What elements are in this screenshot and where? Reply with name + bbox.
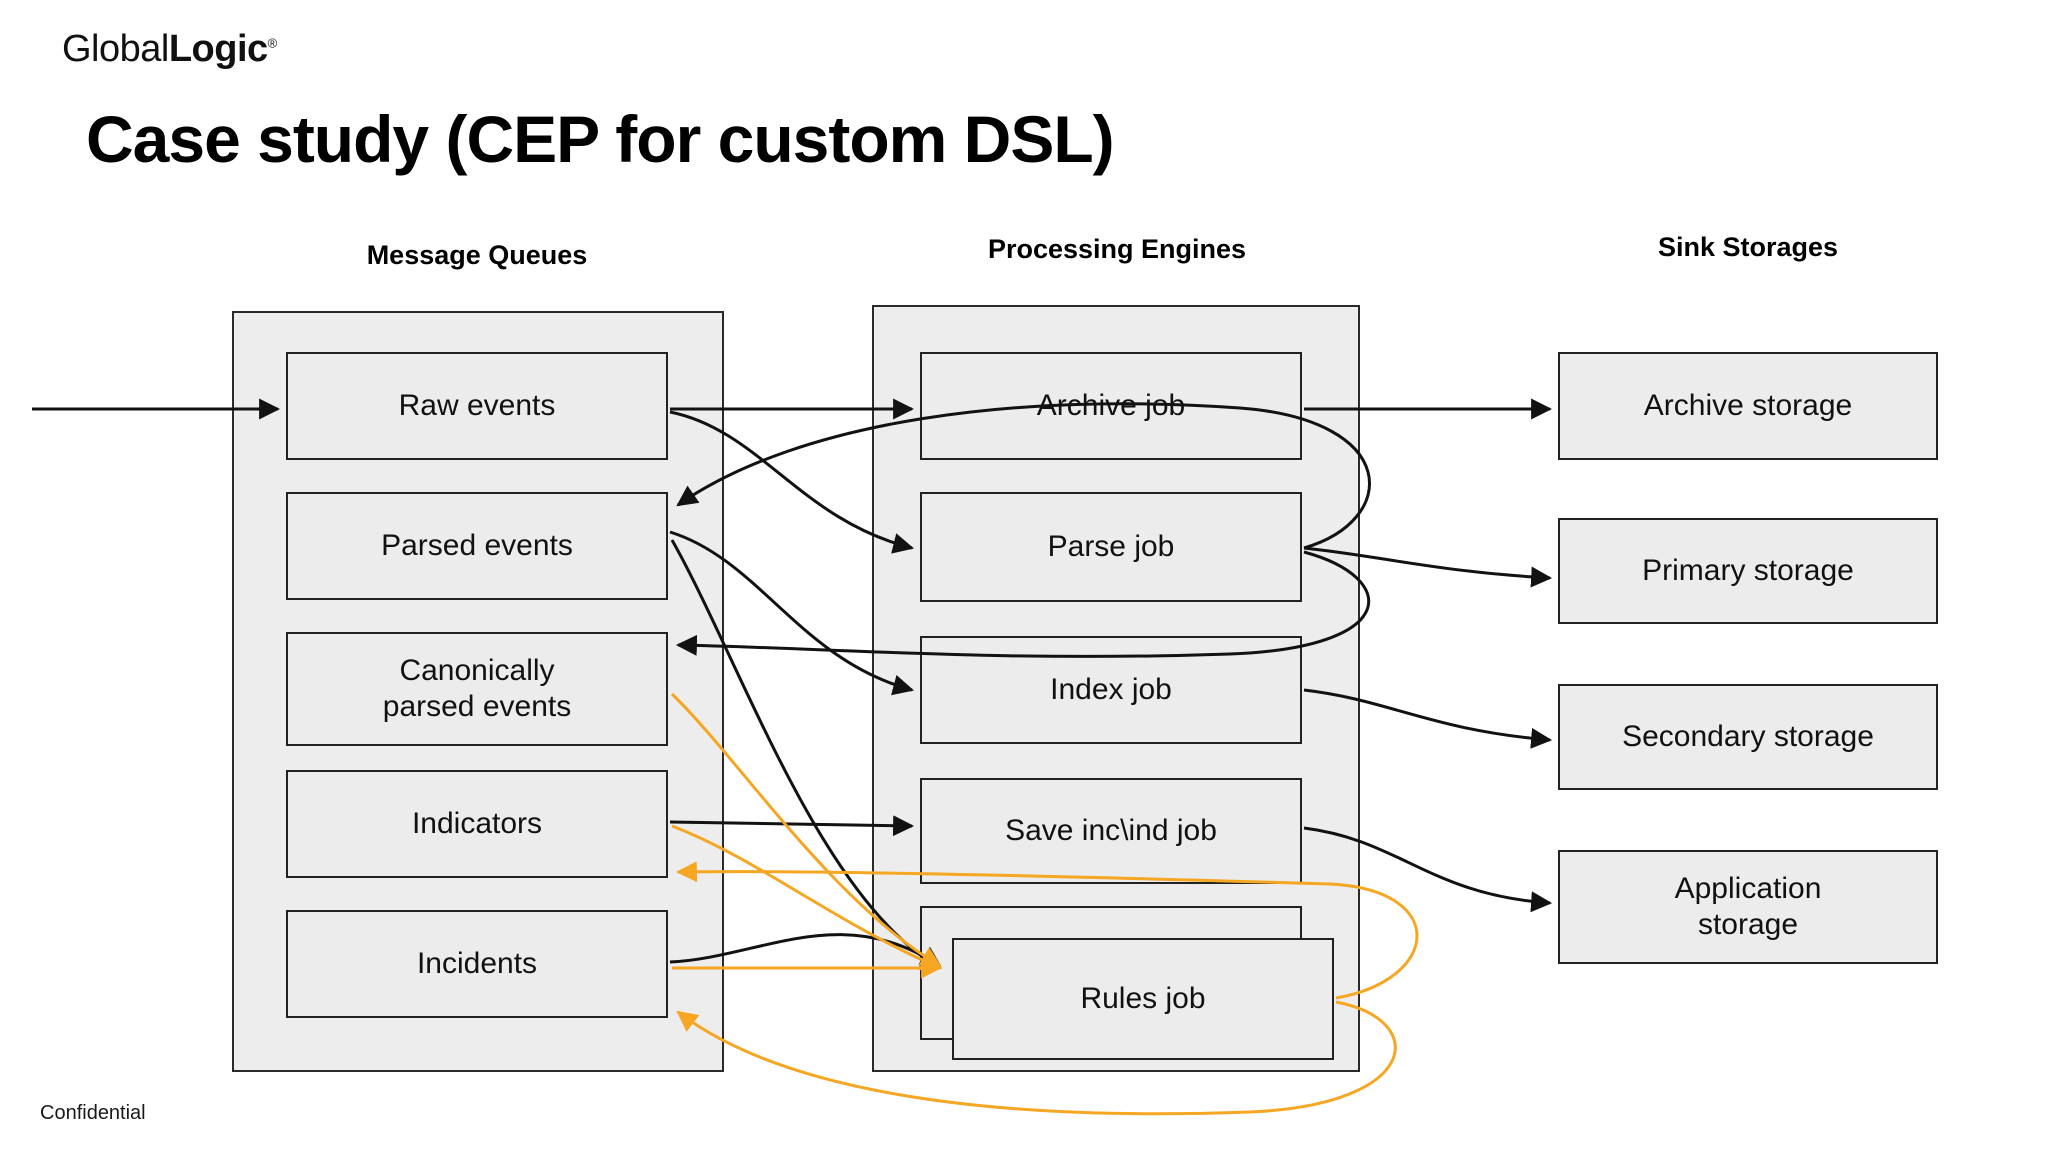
footer-confidentiality-label: Confidential [40, 1102, 146, 1124]
node-application-storage[interactable]: Application storage [1558, 850, 1938, 964]
node-archive-storage[interactable]: Archive storage [1558, 352, 1938, 460]
node-parsed-events-label: Parsed events [381, 529, 573, 562]
column-header-message-queues: Message Queues [366, 240, 588, 270]
node-save-incind-job[interactable]: Save inc\ind job [920, 778, 1302, 884]
node-parse-job[interactable]: Parse job [920, 492, 1302, 602]
node-indicators[interactable]: Indicators [286, 770, 668, 878]
node-primary-storage[interactable]: Primary storage [1558, 518, 1938, 624]
registered-trademark-icon: ® [267, 35, 278, 51]
node-secondary-storage[interactable]: Secondary storage [1558, 684, 1938, 790]
node-indicators-label: Indicators [411, 807, 543, 840]
node-archive-job[interactable]: Archive job [920, 352, 1302, 460]
node-rules-job[interactable]: Rules job [952, 938, 1334, 1060]
node-incidents[interactable]: Incidents [286, 910, 668, 1018]
node-parsed-events[interactable]: Parsed events [286, 492, 668, 600]
node-parse-job-label: Parse job [1047, 530, 1175, 563]
node-index-job-label: Index job [1050, 673, 1172, 706]
node-archive-storage-label: Archive storage [1643, 389, 1853, 422]
node-raw-events[interactable]: Raw events [286, 352, 668, 460]
node-secondary-storage-label: Secondary storage [1622, 720, 1874, 753]
logo-text-global: Global [62, 28, 169, 70]
node-archive-job-label: Archive job [1036, 389, 1186, 422]
page-title: Case study (CEP for custom DSL) [86, 102, 1115, 176]
column-header-sink-storages: Sink Storages [1657, 232, 1839, 262]
node-canonically-parsed-events[interactable]: Canonically parsed events [286, 632, 668, 746]
node-canonically-parsed-events-label: Canonically parsed events [382, 654, 572, 723]
node-raw-events-label: Raw events [398, 389, 556, 422]
node-application-storage-label: Application storage [1674, 872, 1822, 941]
column-header-processing-engines: Processing Engines [987, 234, 1247, 264]
globallogic-logo: GlobalLogic® [62, 30, 277, 68]
node-primary-storage-label: Primary storage [1642, 554, 1854, 587]
node-save-incind-job-label: Save inc\ind job [1005, 814, 1217, 847]
logo-text-logic: Logic [168, 28, 268, 70]
node-rules-job-label: Rules job [1080, 982, 1206, 1015]
node-incidents-label: Incidents [416, 947, 538, 980]
node-index-job[interactable]: Index job [920, 636, 1302, 744]
